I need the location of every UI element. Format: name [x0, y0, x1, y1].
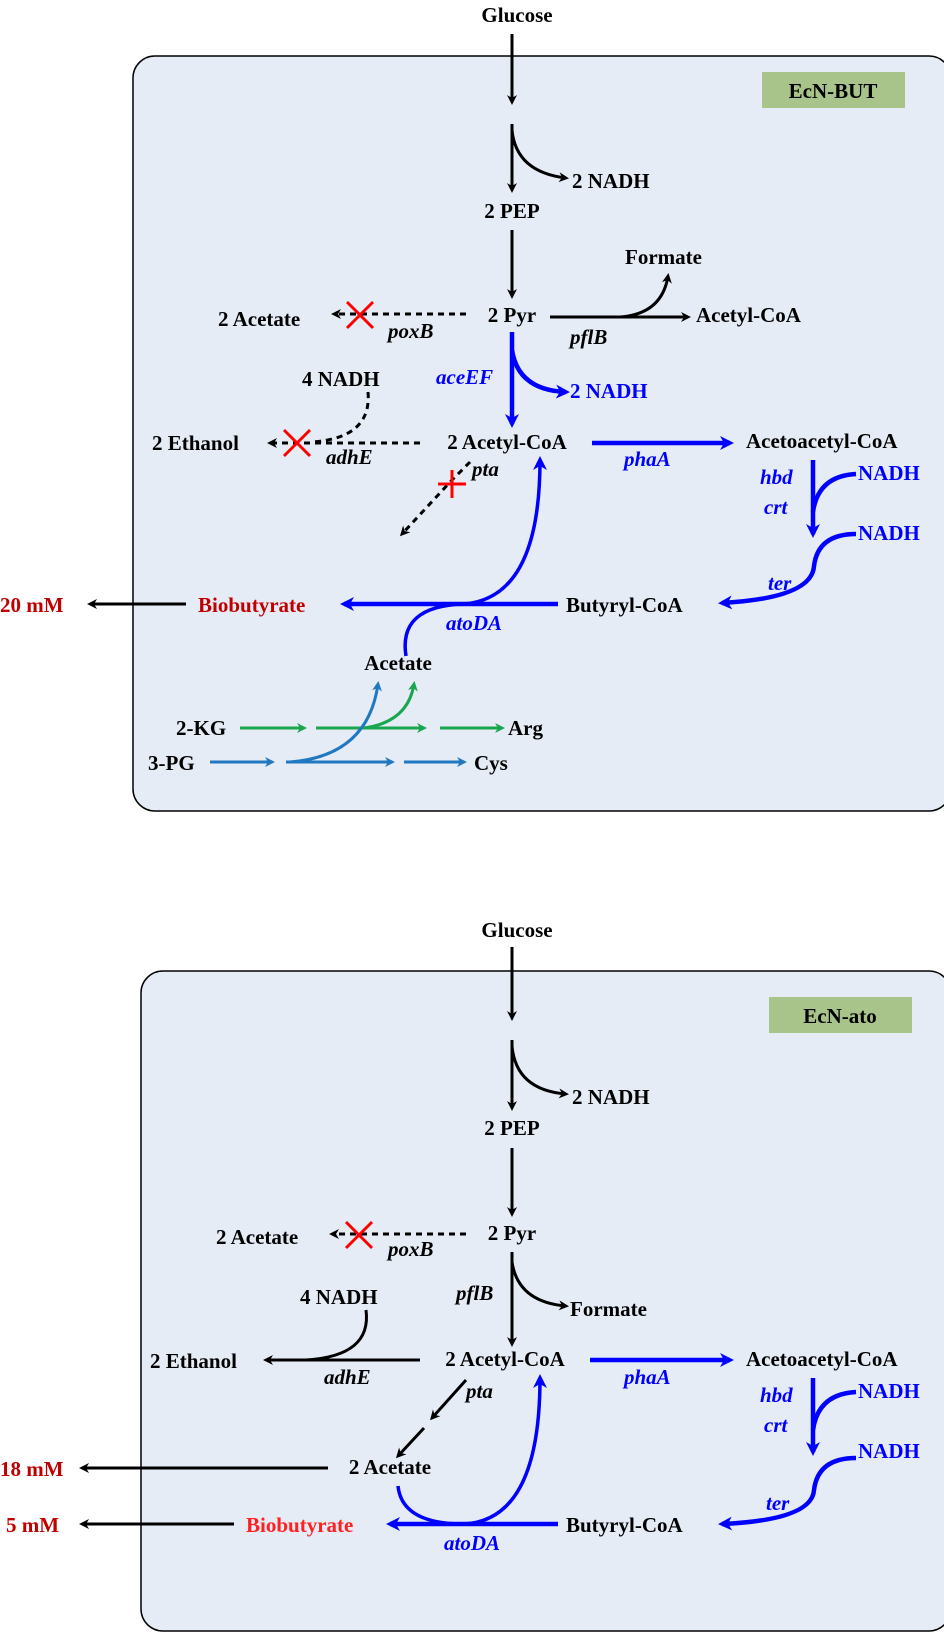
- crt-label: crt: [764, 495, 788, 519]
- ter-arrow: [718, 531, 857, 610]
- biobutyrate-label: Biobutyrate: [198, 593, 305, 617]
- pep-label: 2 PEP: [484, 1116, 540, 1140]
- acetoacetyl-coa-label: Acetoacetyl-CoA: [746, 429, 898, 453]
- acetate-left-label: 2 Acetate: [218, 307, 300, 331]
- formate-label: Formate: [625, 245, 702, 269]
- pdh-nadh-label: 2 NADH: [570, 379, 648, 403]
- panel-ecn-but: EcN-BUT Glucose 2 NADH 2 PEP 2 Pyr 2 Ace…: [0, 3, 944, 812]
- crt-label: crt: [764, 1413, 788, 1437]
- nadh-b-label: NADH: [858, 1439, 920, 1463]
- pg-acetate-arrow: [289, 681, 382, 764]
- adhe-label: adhE: [324, 1365, 371, 1389]
- nadh-a-label: NADH: [858, 1379, 920, 1403]
- ethanol-label: 2 Ethanol: [152, 431, 239, 455]
- ethanol-label: 2 Ethanol: [150, 1349, 237, 1373]
- ter-label: ter: [768, 571, 792, 595]
- adhe-label: adhE: [326, 445, 373, 469]
- aceef-label: aceEF: [436, 365, 493, 389]
- nadh-b-label: NADH: [858, 521, 920, 545]
- acetate-concentration-label: 18 mM: [0, 1457, 64, 1481]
- pyr-label: 2 Pyr: [488, 303, 536, 327]
- nadh-a-curve: [810, 471, 857, 513]
- nadh-label: 2 NADH: [572, 1085, 650, 1109]
- acetate-label: Acetate: [364, 651, 432, 675]
- formate-branch-arrow: [619, 273, 672, 319]
- atoda-label: atoDA: [446, 611, 502, 635]
- acetate2-label: 2 Acetate: [349, 1455, 431, 1479]
- butyrate-concentration-label: 5 mM: [6, 1513, 59, 1537]
- strain-label: EcN-ato: [803, 1004, 876, 1028]
- knockout-cross-icon: [344, 1220, 374, 1250]
- strain-label-box: [769, 997, 912, 1033]
- phaa-label: phaA: [622, 447, 671, 471]
- nadh-a-curve: [810, 1389, 857, 1431]
- nadh4-label: 4 NADH: [302, 367, 380, 391]
- acetate-recycle-arrow: [396, 1374, 547, 1526]
- acetyl-coa-right-label: Acetyl-CoA: [696, 303, 802, 327]
- pyr-label: 2 Pyr: [488, 1221, 536, 1245]
- kg-label: 2-KG: [176, 716, 226, 740]
- kg-acetate-arrow: [363, 681, 418, 730]
- acetoacetyl-coa-label: Acetoacetyl-CoA: [746, 1347, 898, 1371]
- pta-arrow-1: [429, 1378, 468, 1421]
- strain-label: EcN-BUT: [789, 79, 878, 103]
- acetyl-coa-label: 2 Acetyl-CoA: [447, 430, 567, 454]
- butyryl-coa-label: Butyryl-CoA: [566, 1513, 683, 1537]
- nadh-a-label: NADH: [858, 461, 920, 485]
- acetate-left-label: 2 Acetate: [216, 1225, 298, 1249]
- nadh-label: 2 NADH: [572, 169, 650, 193]
- pg-label: 3-PG: [148, 751, 195, 775]
- nadh-branch-arrow: [510, 1045, 569, 1099]
- pdh-nadh-branch-arrow: [509, 349, 570, 399]
- phaa-label: phaA: [622, 1365, 671, 1389]
- nadh4-label: 4 NADH: [300, 1285, 378, 1309]
- strain-label-box: [762, 72, 905, 108]
- cell-membrane: [132, 55, 944, 812]
- atoda-label: atoDA: [444, 1531, 500, 1555]
- glucose-label: Glucose: [481, 918, 552, 942]
- poxb-label: poxB: [386, 1237, 434, 1261]
- knockout-cross-icon: [438, 470, 466, 498]
- panel-ecn-ato: EcN-ato Glucose 2 NADH 2 PEP 2 Pyr 2 Ace…: [0, 918, 944, 1632]
- pflb-label: pflB: [568, 325, 607, 349]
- pta-arrow-2: [395, 1426, 426, 1459]
- formate-label: Formate: [570, 1297, 647, 1321]
- glucose-label: Glucose: [481, 3, 552, 27]
- biobutyrate-label: Biobutyrate: [246, 1513, 353, 1537]
- hbd-label: hbd: [760, 465, 793, 489]
- arg-label: Arg: [508, 716, 543, 740]
- acetyl-coa-label: 2 Acetyl-CoA: [445, 1347, 565, 1371]
- nadh4-dashed-curve: [311, 391, 370, 444]
- concentration-label: 20 mM: [0, 593, 64, 617]
- cys-label: Cys: [474, 751, 508, 775]
- pta-label: pta: [470, 457, 499, 481]
- nadh-branch-arrow: [510, 129, 569, 183]
- acetate-recycle-arrow: [403, 456, 547, 657]
- formate-branch-arrow: [510, 1261, 569, 1311]
- pep-label: 2 PEP: [484, 199, 540, 223]
- butyryl-coa-label: Butyryl-CoA: [566, 593, 683, 617]
- knockout-cross-icon: [345, 300, 375, 330]
- pta-label: pta: [464, 1379, 493, 1403]
- ter-label: ter: [766, 1491, 790, 1515]
- pflb-label: pflB: [454, 1281, 493, 1305]
- poxb-label: poxB: [386, 319, 434, 343]
- hbd-label: hbd: [760, 1383, 793, 1407]
- ter-arrow: [718, 1455, 857, 1531]
- knockout-cross-icon: [282, 428, 312, 458]
